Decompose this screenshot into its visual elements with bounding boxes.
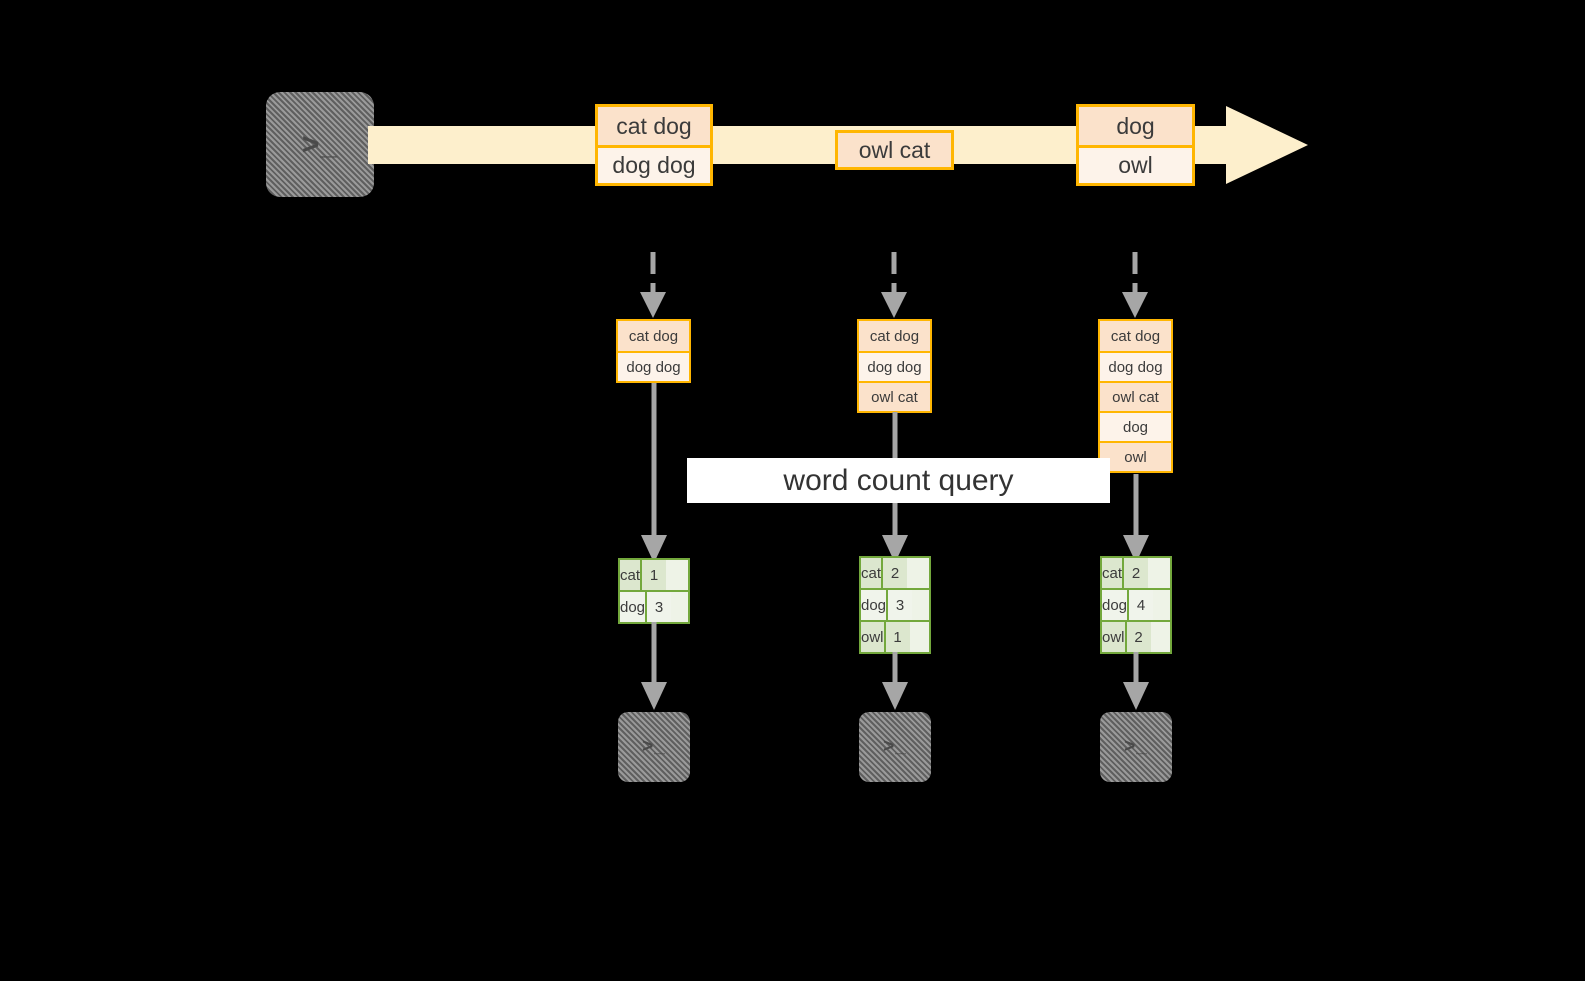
result-to-sink-arrow xyxy=(1123,652,1149,710)
state-box: cat dog dog dog xyxy=(616,319,691,383)
state-line: dog dog xyxy=(859,351,930,381)
stream-event-line: cat dog xyxy=(598,107,710,145)
result-table: cat 2 dog 3 owl 1 xyxy=(859,556,931,654)
result-table: cat 1 dog 3 xyxy=(618,558,690,624)
stream-to-state-arrow xyxy=(640,252,666,318)
result-table: cat 2 dog 4 owl 2 xyxy=(1100,556,1172,654)
terminal-prompt-glyph: >_ xyxy=(301,127,339,161)
stream-event-line: owl xyxy=(1079,145,1192,183)
result-count: 3 xyxy=(645,592,672,622)
result-word: cat xyxy=(861,558,882,588)
result-word: cat xyxy=(620,560,641,590)
query-label: word count query xyxy=(783,463,1014,497)
sink-terminal-icon: >_ xyxy=(618,712,690,782)
state-line: dog xyxy=(1100,411,1171,441)
stream-event-group: owl cat xyxy=(835,130,954,170)
query-banner: word count query xyxy=(687,458,1110,503)
terminal-prompt-glyph: >_ xyxy=(883,736,907,757)
result-count: 2 xyxy=(1122,558,1149,588)
result-word: owl xyxy=(861,622,884,652)
result-count: 1 xyxy=(883,622,910,652)
result-count: 2 xyxy=(881,558,908,588)
result-count: 1 xyxy=(640,560,667,590)
result-to-sink-arrow xyxy=(641,622,667,710)
result-word: cat xyxy=(1102,558,1123,588)
state-to-result-arrow xyxy=(1123,474,1149,563)
terminal-prompt-glyph: >_ xyxy=(1124,736,1148,757)
result-word: owl xyxy=(1102,622,1125,652)
state-line: owl cat xyxy=(1100,381,1171,411)
table-row: dog 4 xyxy=(1102,588,1170,620)
result-word: dog xyxy=(1102,590,1128,620)
state-to-result-arrow xyxy=(641,383,667,563)
state-line: dog dog xyxy=(1100,351,1171,381)
state-line: dog dog xyxy=(618,351,689,381)
table-row: dog 3 xyxy=(861,588,929,620)
stream-event-line: owl cat xyxy=(838,133,951,167)
table-row: cat 1 xyxy=(620,560,688,590)
result-word: dog xyxy=(861,590,887,620)
stream-to-state-arrow xyxy=(1122,252,1148,318)
table-row: cat 2 xyxy=(861,558,929,588)
stream-event-line: dog dog xyxy=(598,145,710,183)
stream-event-group: cat dog dog dog xyxy=(595,104,713,186)
table-row: owl 1 xyxy=(861,620,929,652)
sink-terminal-icon: >_ xyxy=(859,712,931,782)
sink-terminal-icon: >_ xyxy=(1100,712,1172,782)
state-line: cat dog xyxy=(859,321,930,351)
table-row: dog 3 xyxy=(620,590,688,622)
terminal-prompt-glyph: >_ xyxy=(642,736,666,757)
result-to-sink-arrow xyxy=(882,652,908,710)
table-row: owl 2 xyxy=(1102,620,1170,652)
state-box: cat dog dog dog owl cat xyxy=(857,319,932,413)
result-count: 2 xyxy=(1124,622,1151,652)
stream-event-line: dog xyxy=(1079,107,1192,145)
result-count: 3 xyxy=(886,590,913,620)
result-count: 4 xyxy=(1127,590,1154,620)
state-box: cat dog dog dog owl cat dog owl xyxy=(1098,319,1173,473)
state-line: cat dog xyxy=(1100,321,1171,351)
state-line: owl cat xyxy=(859,381,930,411)
state-line: owl xyxy=(1100,441,1171,471)
table-row: cat 2 xyxy=(1102,558,1170,588)
stream-event-group: dog owl xyxy=(1076,104,1195,186)
source-terminal-icon: >_ xyxy=(266,92,374,197)
result-word: dog xyxy=(620,592,646,622)
state-line: cat dog xyxy=(618,321,689,351)
stream-to-state-arrow xyxy=(881,252,907,318)
